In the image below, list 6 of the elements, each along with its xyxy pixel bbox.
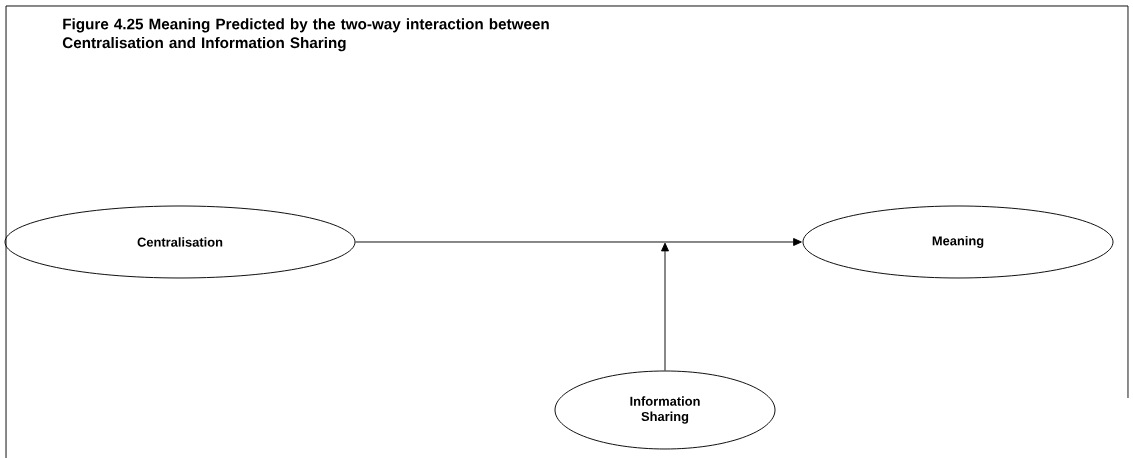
- ellipse-node: Meaning: [802, 205, 1114, 279]
- figure-title: Figure 4.25 Meaning Predicted by the two-way interaction between Centralisation and Information Sharing: [62, 18, 549, 52]
- arrow: [661, 242, 669, 371]
- ellipse-node: Centralisation: [4, 205, 356, 279]
- arrow: [355, 238, 802, 246]
- ellipse-node: Information Sharing: [554, 370, 776, 450]
